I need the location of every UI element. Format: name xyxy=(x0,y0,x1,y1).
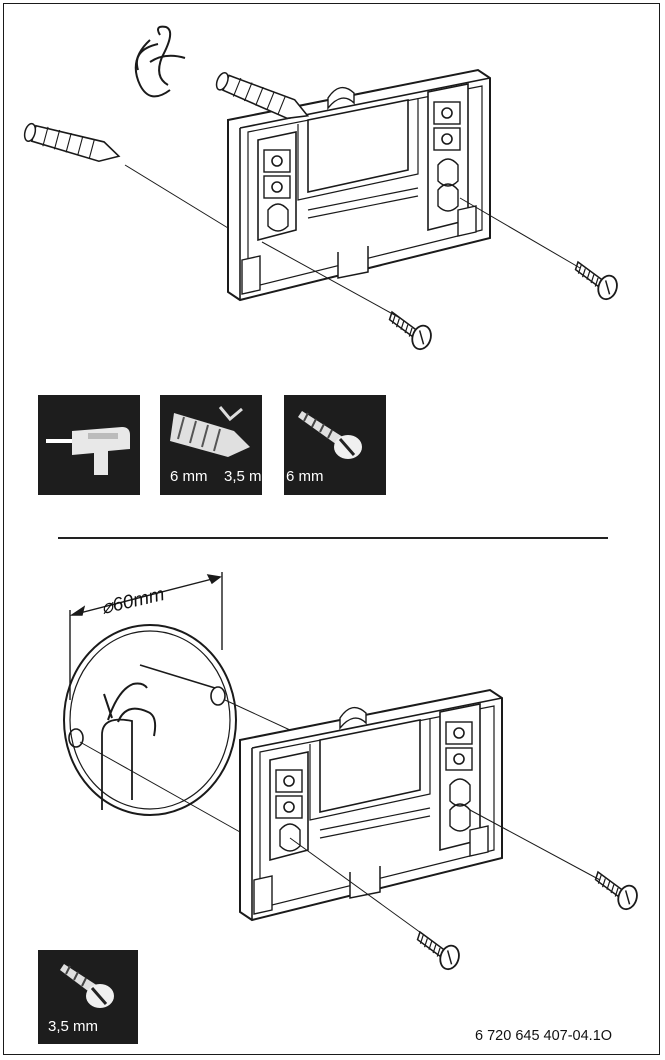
panel-divider xyxy=(58,537,608,539)
base-plate-bottom xyxy=(239,689,503,921)
screw-bottom-right xyxy=(588,871,642,913)
screw-tool-box-bottom: 3,5 mm xyxy=(38,950,138,1044)
screw-icon xyxy=(60,964,114,1008)
flush-box xyxy=(63,624,237,816)
drill-bit-size-label: 6 mm xyxy=(286,468,324,485)
screw-bottom-center xyxy=(410,931,464,973)
wall-plug-size-label: 6 mm xyxy=(170,468,208,485)
drill-tool-box xyxy=(38,395,140,495)
screw-size-label: 3,5 mm xyxy=(224,468,275,485)
wall-plug-tool-box: 6 mm xyxy=(160,395,262,495)
diameter-dimension xyxy=(69,572,223,700)
screw-size-label-bottom: 3,5 mm xyxy=(48,1018,99,1035)
screw-icon xyxy=(298,411,362,459)
cable-bundle-top xyxy=(134,25,186,98)
screw-top-right xyxy=(568,261,622,303)
screw-tool-box xyxy=(284,395,386,495)
screw-top-center xyxy=(382,311,436,353)
wall-plug-icon xyxy=(170,406,250,457)
diameter-label: ⌀60mm xyxy=(99,584,166,619)
figure-frame xyxy=(3,3,660,1055)
drill-icon xyxy=(46,427,130,475)
document-reference: 6 720 645 407-04.1O xyxy=(475,1028,613,1044)
cable-bundle-bottom xyxy=(103,682,157,737)
wall-plug-left xyxy=(21,120,123,167)
